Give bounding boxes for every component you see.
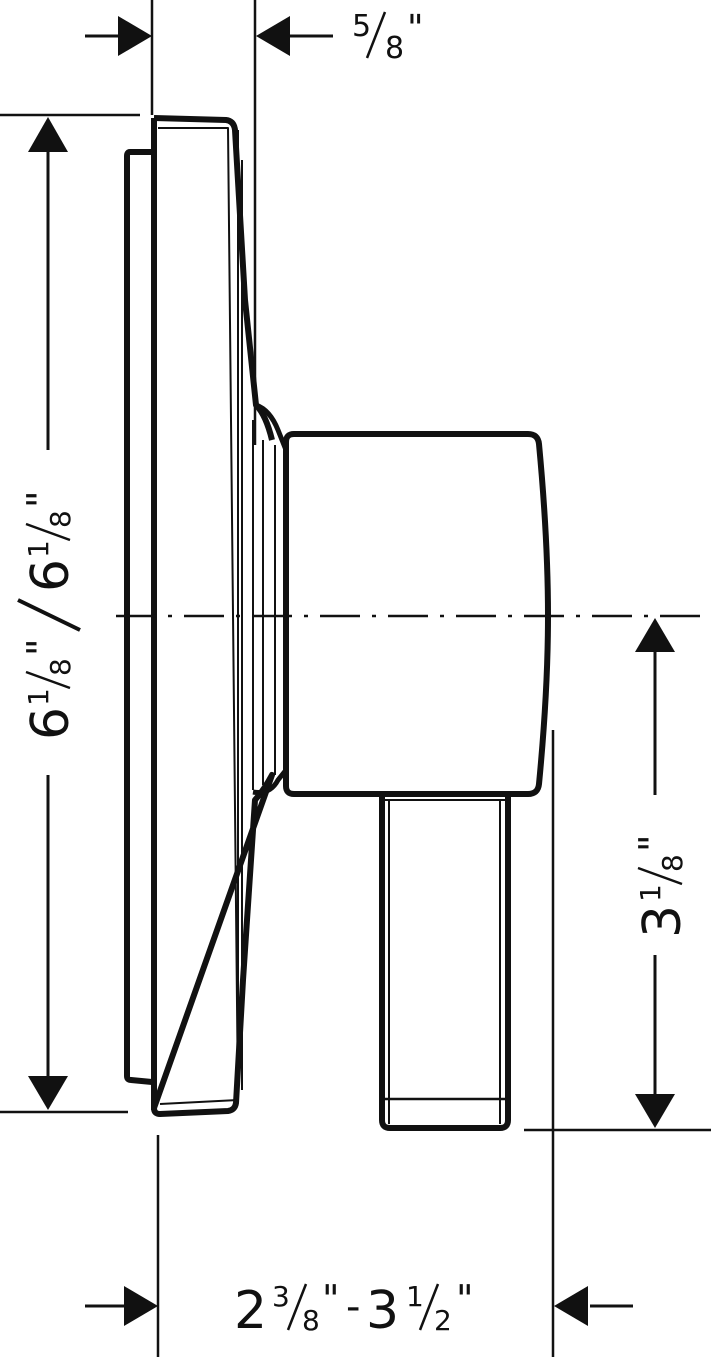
dimension-label-overall-height: 6 1 8 " 6 1 8 " bbox=[17, 491, 81, 740]
dimension-depth-range bbox=[85, 1135, 633, 1357]
svg-text:2: 2 bbox=[434, 1304, 452, 1337]
arrow-down-icon bbox=[635, 1094, 675, 1128]
svg-text:1: 1 bbox=[22, 540, 55, 558]
svg-text:": " bbox=[631, 835, 675, 852]
dimension-top-width bbox=[85, 0, 333, 445]
dimension-overall-height bbox=[0, 113, 140, 1114]
svg-text:1: 1 bbox=[634, 884, 667, 902]
svg-text:8: 8 bbox=[44, 658, 77, 676]
dimension-lower-height bbox=[524, 618, 711, 1357]
svg-text:8: 8 bbox=[302, 1304, 320, 1337]
svg-text:6: 6 bbox=[21, 707, 81, 740]
svg-text:1: 1 bbox=[406, 1280, 424, 1313]
inch-mark: " bbox=[407, 8, 424, 49]
svg-text:1: 1 bbox=[22, 688, 55, 706]
arrow-left-icon bbox=[554, 1286, 588, 1326]
lever bbox=[379, 796, 511, 1131]
svg-text:3: 3 bbox=[366, 1281, 399, 1341]
svg-text:": " bbox=[19, 491, 63, 508]
svg-text:3: 3 bbox=[633, 905, 693, 938]
dimension-label-top: 5 8 " bbox=[352, 8, 424, 66]
svg-text:8: 8 bbox=[656, 854, 689, 872]
arrow-right-icon bbox=[118, 16, 152, 56]
svg-text:": " bbox=[456, 1277, 473, 1321]
arrow-down-icon bbox=[28, 1076, 68, 1110]
svg-text:": " bbox=[19, 639, 63, 656]
svg-text:3: 3 bbox=[272, 1280, 290, 1313]
arrow-right-icon bbox=[124, 1286, 158, 1326]
arrow-up-icon bbox=[635, 618, 675, 652]
svg-text:-: - bbox=[346, 1284, 360, 1330]
fraction-numerator: 5 bbox=[352, 9, 371, 44]
svg-text:2: 2 bbox=[234, 1281, 267, 1341]
arrow-up-icon bbox=[28, 117, 68, 152]
svg-text:8: 8 bbox=[44, 510, 77, 528]
dimension-label-lower-height: 3 1 8 " bbox=[631, 835, 693, 938]
handle-body bbox=[283, 431, 551, 797]
dimension-label-depth: 2 3 8 " - 3 1 2 " bbox=[234, 1277, 473, 1341]
fraction-denominator: 8 bbox=[385, 31, 404, 66]
escutcheon-plate bbox=[124, 115, 289, 1117]
svg-text:": " bbox=[322, 1277, 339, 1321]
arrow-left-icon bbox=[256, 16, 290, 56]
svg-text:6: 6 bbox=[21, 559, 81, 592]
